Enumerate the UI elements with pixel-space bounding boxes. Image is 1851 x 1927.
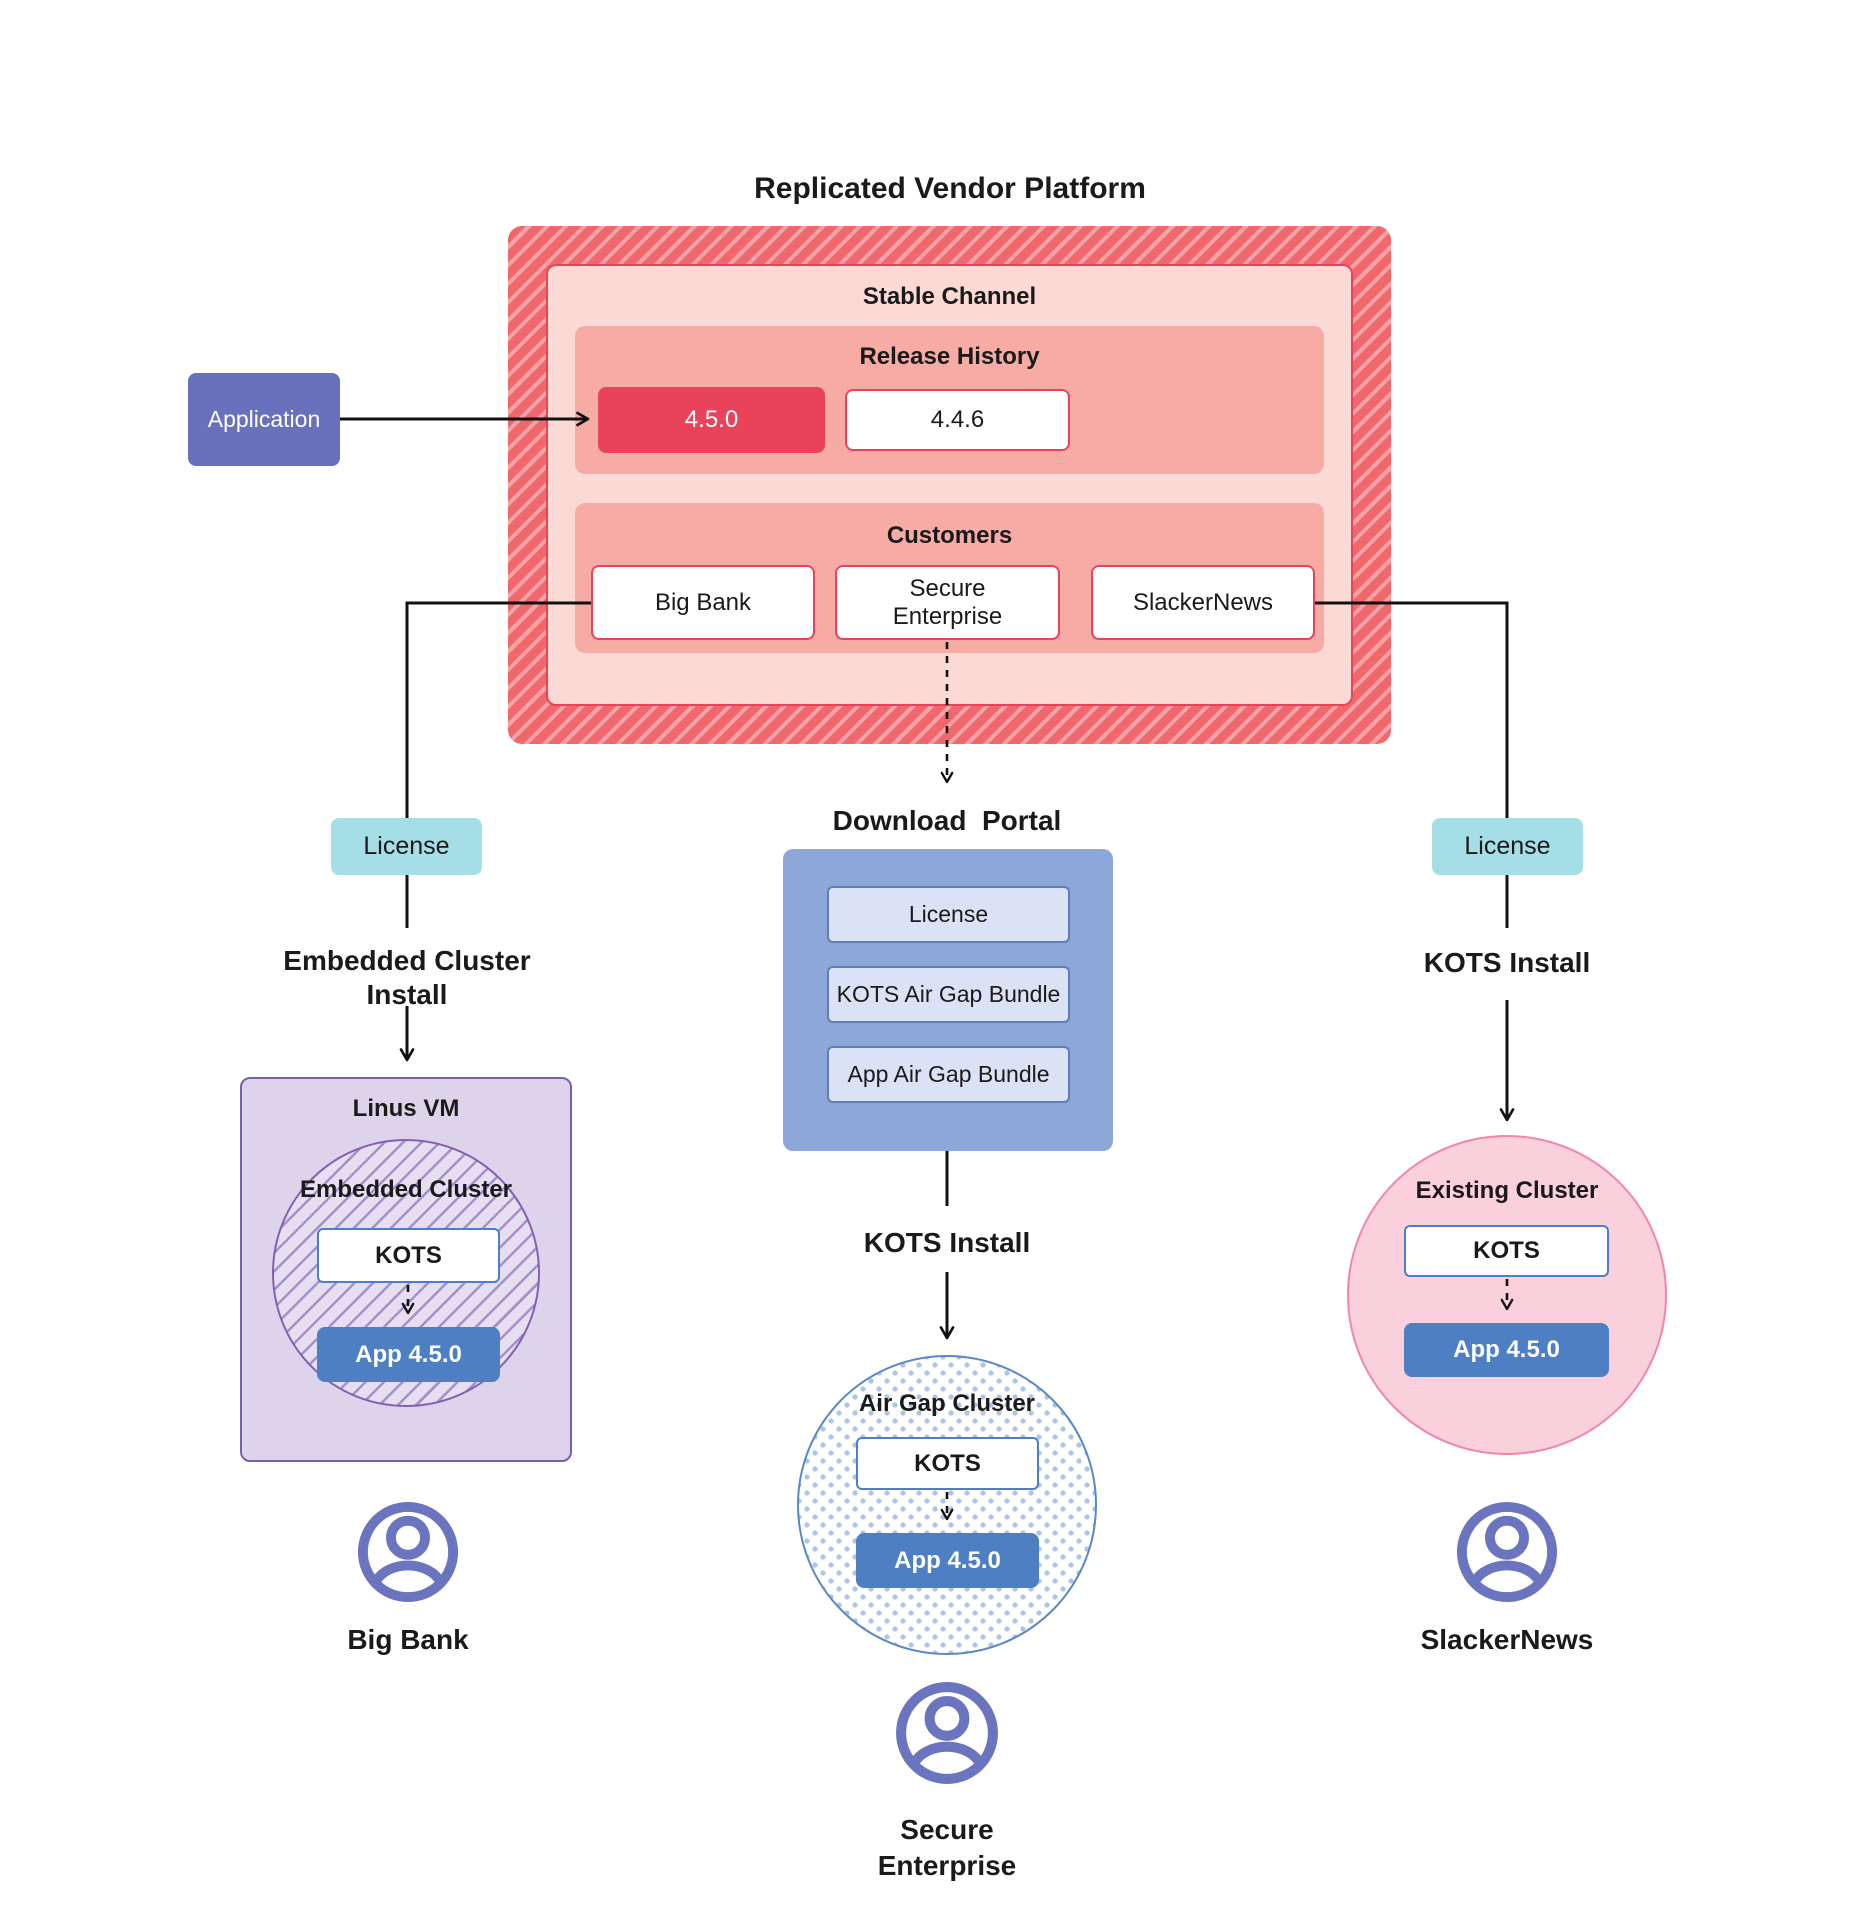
customers-label: Customers [886, 522, 1013, 549]
air-gap-cluster-circle [797, 1355, 1097, 1655]
app-box-right: App 4.5.0 [1404, 1323, 1609, 1377]
air-gap-cluster-label: Air Gap Cluster [858, 1390, 1036, 1417]
embedded-cluster-label: Embedded Cluster [299, 1176, 513, 1203]
app-box-center: App 4.5.0 [856, 1533, 1039, 1588]
user-label-secure-enterprise: Secure Enterprise [877, 1814, 1017, 1881]
user-label-big-bank: Big Bank [347, 1624, 469, 1655]
release-4-5-0: 4.5.0 [598, 387, 825, 453]
user-icon-big-bank [357, 1501, 459, 1603]
app-box-left: App 4.5.0 [317, 1327, 500, 1382]
release-4-4-6: 4.4.6 [845, 389, 1070, 451]
page-title: Replicated Vendor Platform [754, 172, 1146, 205]
user-icon-secure-enterprise [896, 1682, 998, 1784]
license-box-left: License [331, 818, 482, 875]
kots-box-right: KOTS [1404, 1225, 1609, 1277]
linus-vm-label: Linus VM [352, 1095, 460, 1122]
portal-item-app-airgap-bundle: App Air Gap Bundle [827, 1046, 1070, 1103]
kots-box-left: KOTS [317, 1228, 500, 1283]
license-box-right: License [1432, 818, 1583, 875]
application-box: Application [188, 373, 340, 466]
kots-install-label-right: KOTS Install [1423, 947, 1591, 978]
download-portal-label: Download Portal [832, 805, 1062, 836]
portal-item-kots-airgap-bundle: KOTS Air Gap Bundle [827, 966, 1070, 1023]
kots-install-label-center: KOTS Install [863, 1227, 1031, 1258]
customer-secure-enterprise: Secure Enterprise [835, 565, 1060, 640]
user-icon-slackernews [1456, 1501, 1558, 1603]
stable-channel-label: Stable Channel [862, 283, 1037, 310]
customer-big-bank: Big Bank [591, 565, 815, 640]
kots-box-center: KOTS [856, 1437, 1039, 1490]
embedded-cluster-install-label: Embedded Cluster Install [283, 945, 531, 1010]
release-history-label: Release History [859, 343, 1040, 370]
existing-cluster-label: Existing Cluster [1415, 1177, 1599, 1204]
portal-item-license: License [827, 886, 1070, 943]
user-label-slackernews: SlackerNews [1420, 1624, 1594, 1655]
customer-slackernews: SlackerNews [1091, 565, 1315, 640]
